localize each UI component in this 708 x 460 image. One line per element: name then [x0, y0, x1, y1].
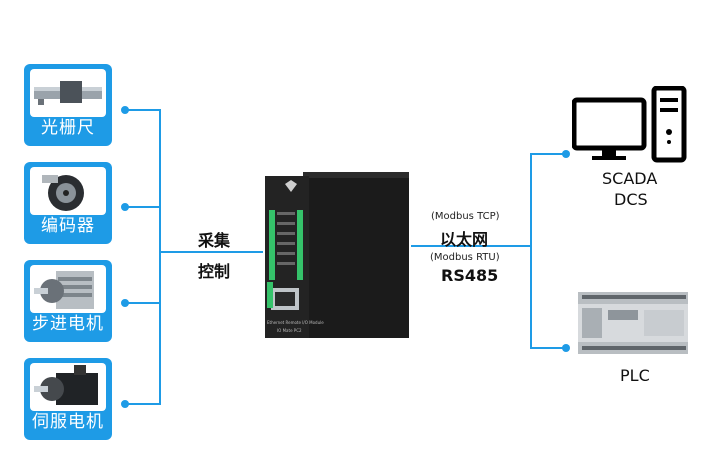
device-card-stepper-motor: 步进电机: [24, 260, 112, 342]
connector-line: [125, 109, 161, 111]
linear-scale-icon: [30, 69, 106, 117]
plc-icon: [578, 288, 690, 356]
device-card-encoder: 编码器: [24, 162, 112, 244]
encoder-icon: [30, 167, 106, 215]
dcs-label: DCS: [614, 190, 648, 209]
left-bus-line: [159, 109, 161, 405]
collect-label: 采集: [198, 231, 231, 250]
right-link-line: [411, 245, 532, 247]
module-model: IO Mate PC2: [277, 328, 302, 333]
device-label-encoder: 编码器: [41, 216, 95, 236]
stepper-motor-icon: [30, 265, 106, 313]
tcp-protocol-label: (Modbus TCP): [431, 211, 500, 222]
device-card-linear-scale: 光栅尺: [24, 64, 112, 146]
module-caption: Ethernet Remote I/O Module: [267, 320, 324, 325]
io-module: Ethernet Remote I/O Module IO Mate PC2: [263, 170, 411, 342]
connector-line: [125, 302, 161, 304]
connector-line: [530, 347, 566, 349]
ethernet-label: 以太网: [440, 230, 489, 249]
device-label-servo-motor: 伺服电机: [32, 412, 104, 432]
rs485-label: RS485: [441, 266, 499, 285]
connector-dot: [562, 150, 570, 158]
connector-line: [125, 403, 161, 405]
connector-line: [125, 206, 161, 208]
servo-motor-icon: [30, 363, 106, 411]
device-label-stepper-motor: 步进电机: [32, 314, 104, 334]
device-label-linear-scale: 光栅尺: [41, 118, 95, 138]
left-link-line: [159, 251, 263, 253]
rtu-protocol-label: (Modbus RTU): [430, 252, 500, 263]
device-card-servo-motor: 伺服电机: [24, 358, 112, 440]
plc-label: PLC: [620, 366, 650, 385]
connector-dot: [562, 344, 570, 352]
scada-label: SCADA: [602, 169, 658, 188]
right-bus-line: [530, 153, 532, 349]
control-label: 控制: [198, 262, 231, 281]
computer-icon: [571, 85, 688, 164]
connector-line: [530, 153, 566, 155]
